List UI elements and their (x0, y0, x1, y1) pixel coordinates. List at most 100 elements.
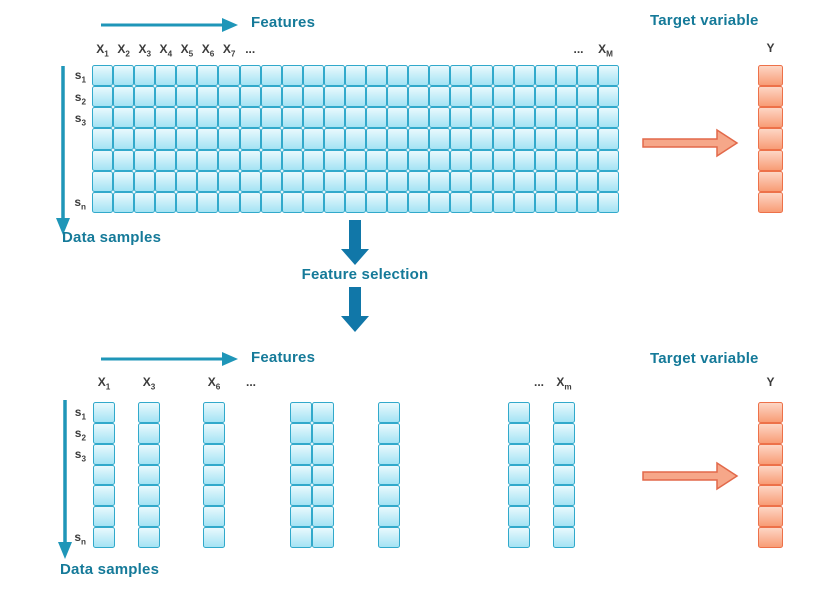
data-cell (203, 422, 225, 444)
data-cell (513, 86, 535, 108)
data-cell (553, 527, 575, 548)
feature-label: XM (598, 41, 613, 58)
features-title-bottom: Features (251, 349, 316, 366)
data-cell (597, 170, 619, 192)
data-cell (239, 149, 261, 171)
data-cell (113, 65, 135, 87)
data-cell (260, 107, 282, 129)
data-cell (492, 149, 514, 171)
data-cell (92, 65, 114, 87)
data-cell (513, 149, 535, 171)
data-cell (429, 170, 451, 192)
data-cell (113, 149, 135, 171)
data-cell (281, 128, 303, 150)
target-cell (758, 128, 783, 150)
feature-label-slot: X5 (176, 40, 197, 58)
data-cell (576, 170, 598, 192)
data-cell (290, 506, 312, 528)
data-cell (290, 527, 312, 548)
row-label: s2 (74, 426, 86, 443)
data-cell (597, 149, 619, 171)
feature-label: X1 (97, 375, 111, 392)
data-cell (113, 170, 135, 192)
feature-label-slot: X4 (155, 40, 176, 58)
data-cell (302, 107, 324, 129)
data-cell (429, 149, 451, 171)
data-cell (138, 402, 160, 423)
data-cell (218, 107, 240, 129)
data-cell (429, 65, 451, 87)
data-cell (134, 128, 156, 150)
feature-label: X4 (159, 41, 173, 58)
target-cell (758, 422, 783, 444)
data-cell (93, 443, 115, 465)
data-cell (408, 128, 430, 150)
data-cell (290, 464, 312, 486)
data-cell (138, 443, 160, 465)
data-cell (302, 65, 324, 87)
selected-column (508, 402, 530, 548)
data-cell (553, 485, 575, 507)
feature-label: X2 (117, 41, 130, 58)
data-cell (203, 506, 225, 528)
data-cell (450, 191, 472, 213)
data-cell (553, 443, 575, 465)
data-cell (281, 149, 303, 171)
data-cell (176, 65, 198, 87)
data-cell (387, 149, 409, 171)
data-cell (155, 86, 177, 108)
data-cell (471, 191, 493, 213)
data-cell (290, 402, 312, 423)
features-arrow-icon (101, 18, 238, 32)
target-cell (758, 191, 783, 213)
data-cell (471, 149, 493, 171)
data-cell (323, 149, 345, 171)
data-cell (508, 422, 530, 444)
row-label: s1 (74, 68, 86, 85)
feature-label-slot: X7 (219, 40, 240, 58)
data-cell (378, 443, 400, 465)
data-cell (450, 107, 472, 129)
data-cell (576, 149, 598, 171)
data-cell (323, 107, 345, 129)
data-cell (555, 191, 577, 213)
data-cell (176, 170, 198, 192)
feature-label: X1 (96, 41, 109, 58)
data-cell (576, 65, 598, 87)
selected-column (290, 402, 334, 548)
data-cell (555, 65, 577, 87)
data-cell (155, 191, 177, 213)
target-cell (758, 464, 783, 486)
data-cell (312, 443, 334, 465)
row-label-slot: sn (74, 193, 86, 211)
data-cell (302, 149, 324, 171)
data-cell (93, 422, 115, 444)
data-cell (408, 170, 430, 192)
data-cell (176, 191, 198, 213)
target-cell (758, 485, 783, 507)
data-cell (323, 128, 345, 150)
data-cell (450, 128, 472, 150)
data-cell (281, 86, 303, 108)
data-cell (534, 128, 556, 150)
data-cell (218, 86, 240, 108)
row-label: s3 (74, 110, 86, 128)
data-cell (408, 86, 430, 108)
data-cell (429, 128, 451, 150)
selected-column (553, 402, 575, 548)
data-cell (378, 527, 400, 548)
data-cell (597, 107, 619, 129)
data-cell (113, 86, 135, 108)
data-cell (534, 170, 556, 192)
data-cell (260, 191, 282, 213)
data-cell (471, 86, 493, 108)
data-cell (492, 128, 514, 150)
maps-to-arrow-icon (642, 461, 739, 491)
row-label-slot: s1 (75, 66, 86, 84)
data-cell (366, 65, 388, 87)
selected-column (378, 402, 400, 548)
data-cell (93, 464, 115, 486)
data-cell (471, 65, 493, 87)
data-cell (155, 128, 177, 150)
data-cell (378, 402, 400, 423)
